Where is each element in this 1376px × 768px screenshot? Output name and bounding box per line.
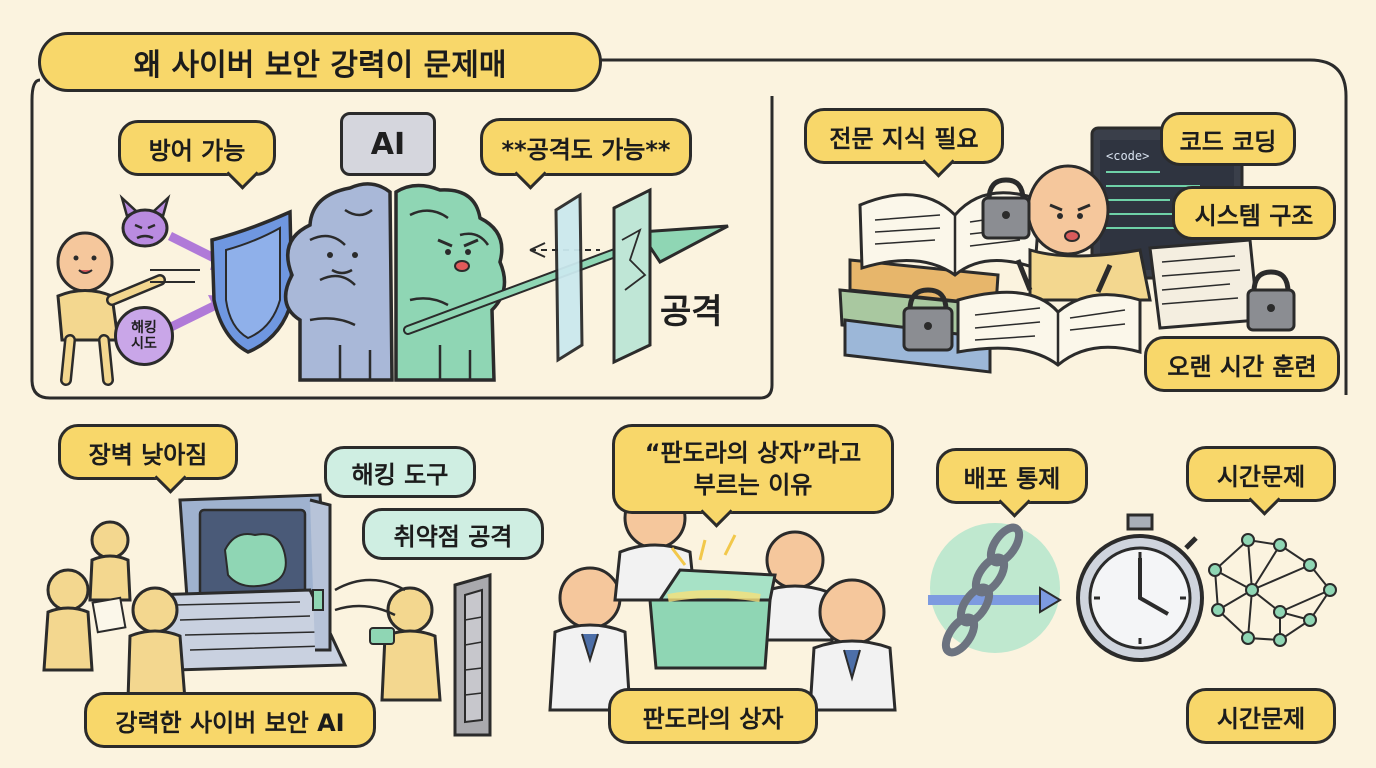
flow-arrows xyxy=(334,578,406,617)
hacking-tool-label: 해킹 도구 xyxy=(351,460,449,489)
training-label: 오랜 시간 훈련 xyxy=(1167,352,1317,381)
section-frame xyxy=(30,78,774,400)
people-group xyxy=(42,520,187,702)
ai-badge: AI xyxy=(340,112,436,176)
coding-label: 코드 코딩 xyxy=(1179,127,1277,156)
distribution-bubble: 배포 통제 xyxy=(936,448,1088,518)
title-connector-line xyxy=(600,58,1348,395)
pandora-box-bubble: 판도라의 상자 xyxy=(608,688,818,744)
title-banner: 왜 사이버 보안 강력이 문제매 xyxy=(38,32,602,92)
treasure-box-icon xyxy=(648,534,777,670)
vuln-attack-bubble: 취약점 공격 xyxy=(362,508,544,560)
barrier-panels xyxy=(554,187,652,365)
defense-bubble: 방어 가능 xyxy=(118,120,276,190)
code-tag-label: <code> xyxy=(1106,149,1149,163)
vuln-attack-label: 취약점 공격 xyxy=(393,522,513,551)
door-icon xyxy=(453,573,492,737)
notebook-icon xyxy=(956,259,1142,367)
laptop-icon xyxy=(147,493,348,672)
page-title: 왜 사이버 보안 강력이 문제매 xyxy=(133,48,507,83)
coding-bubble: 코드 코딩 xyxy=(1160,112,1296,166)
hacking-attempt-line2: 시도 xyxy=(131,336,157,352)
defender-person xyxy=(56,231,166,386)
time-issue-bottom-label: 시간문제 xyxy=(1216,704,1306,733)
hacking-attempt-line1: 해킹 xyxy=(131,320,157,336)
attack-label: 공격 xyxy=(660,292,723,332)
network-nodes xyxy=(1208,533,1337,647)
shield-icon xyxy=(210,209,294,354)
system-bubble: 시스템 구조 xyxy=(1172,186,1336,240)
powerful-ai-label: 강력한 사이버 보안 AI xyxy=(115,708,345,737)
expertise-label: 전문 지식 필요 xyxy=(829,124,979,153)
scientist-group xyxy=(548,486,897,712)
lower-barrier-bubble: 장벽 낮아짐 xyxy=(58,424,238,494)
student-person xyxy=(1026,164,1152,302)
attack-possible-bubble: **공격도 가능** xyxy=(480,118,692,190)
scroll-paper xyxy=(1148,238,1260,330)
key-person xyxy=(369,586,442,702)
expertise-bubble: 전문 지식 필요 xyxy=(804,108,1004,178)
lock-icon xyxy=(902,287,954,352)
powerful-ai-bubble: 강력한 사이버 보안 AI xyxy=(84,692,376,748)
pandora-reason-line2: 부르는 이유 xyxy=(693,471,813,499)
pandora-reason-bubble: “판도라의 상자”라고 부르는 이유 xyxy=(612,424,894,528)
system-label: 시스템 구조 xyxy=(1194,201,1314,230)
lock-icon xyxy=(1246,269,1296,332)
time-issue-bottom-bubble: 시간문제 xyxy=(1186,688,1336,744)
pandora-box-label: 판도라의 상자 xyxy=(642,704,784,733)
time-issue-top-bubble: 시간문제 xyxy=(1186,446,1336,516)
stopwatch-icon xyxy=(1076,513,1204,662)
defense-label: 방어 가능 xyxy=(148,136,246,165)
chain-icon xyxy=(928,523,1062,657)
spear-icon xyxy=(403,224,729,335)
lock-icon xyxy=(981,177,1031,240)
hacking-tool-bubble: 해킹 도구 xyxy=(324,446,476,498)
devil-icon xyxy=(119,194,171,248)
hacking-attempt-blob: 해킹 시도 xyxy=(114,306,174,366)
pandora-reason-line1: “판도라의 상자”라고 xyxy=(644,439,862,467)
training-bubble: 오랜 시간 훈련 xyxy=(1144,336,1340,392)
attacker-brain-icon xyxy=(394,183,507,382)
lower-barrier-label: 장벽 낮아짐 xyxy=(88,440,208,469)
ai-label: AI xyxy=(370,126,406,162)
brain-icon xyxy=(283,182,394,382)
